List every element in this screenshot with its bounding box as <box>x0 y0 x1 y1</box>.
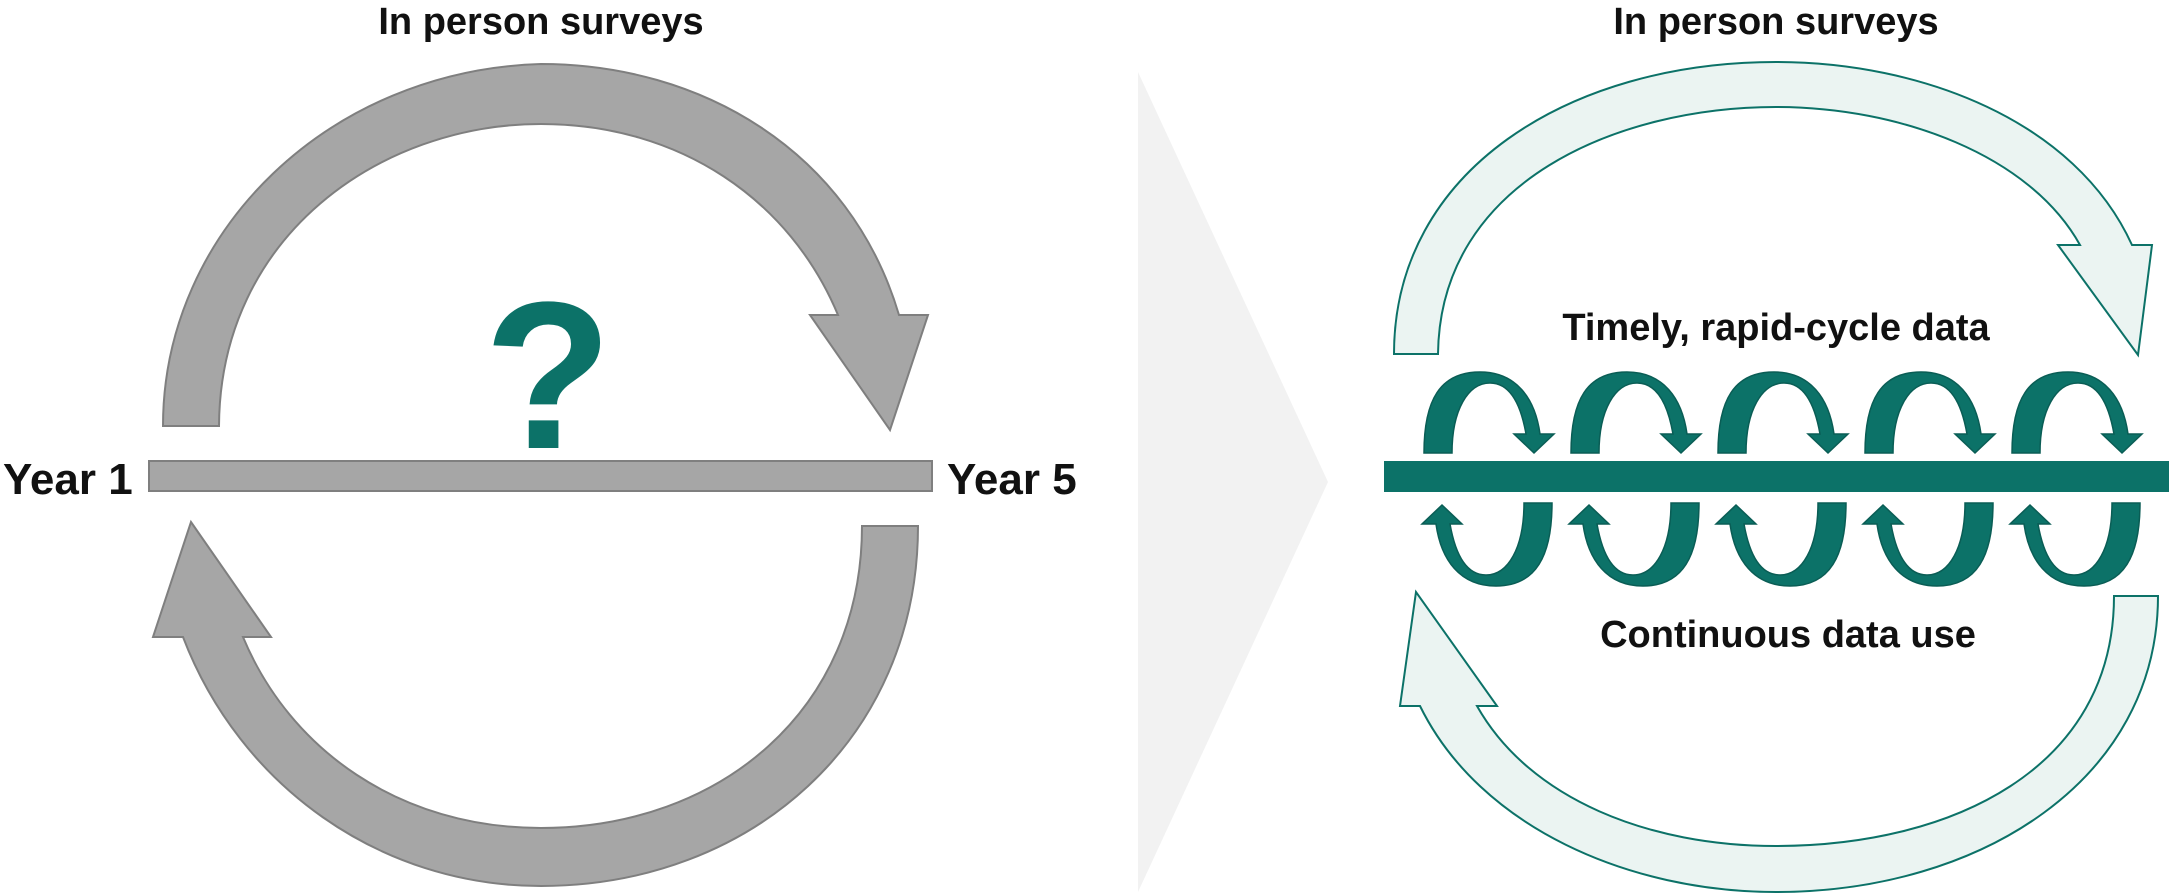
right-timeline-bar <box>1384 461 2169 492</box>
left-panel-title: In person surveys <box>378 1 703 43</box>
left-top-arrow <box>161 62 930 433</box>
rapid-cycle-loop-bottom <box>1861 502 1994 587</box>
rapid-cycle-loop-top <box>2011 371 2144 455</box>
rapid-cycle-loop-top <box>1717 371 1850 455</box>
year-5-label: Year 5 <box>947 455 1077 504</box>
rapid-cycle-loop-top <box>1864 371 1997 455</box>
left-bottom-arrow <box>151 519 920 888</box>
rapid-cycle-loop-bottom <box>1420 502 1553 587</box>
year-1-label: Year 1 <box>3 455 133 504</box>
top-caption: Timely, rapid-cycle data <box>1562 307 1990 349</box>
transition-chevron <box>1138 72 1328 892</box>
left-timeline-bar <box>148 460 933 492</box>
question-mark-icon: ? <box>484 258 612 493</box>
right-panel: In person surveys Timely, rapid-cycle da… <box>1384 1 2169 894</box>
rapid-cycle-loop-top <box>1570 371 1703 455</box>
right-panel-title: In person surveys <box>1613 1 1938 43</box>
bottom-caption: Continuous data use <box>1600 614 1976 656</box>
rapid-cycle-loop-bottom <box>1714 502 1847 587</box>
rapid-cycle-loop-top <box>1423 371 1556 455</box>
right-top-arrow <box>1392 60 2154 358</box>
rapid-cycle-loop-bottom <box>1567 502 1700 587</box>
right-bottom-arrow <box>1398 589 2160 894</box>
rapid-cycle-loop-bottom <box>2008 502 2141 587</box>
left-panel: In person surveys Year 1 Year 5 ? <box>3 1 1077 888</box>
small-loops-group <box>1420 371 2144 587</box>
